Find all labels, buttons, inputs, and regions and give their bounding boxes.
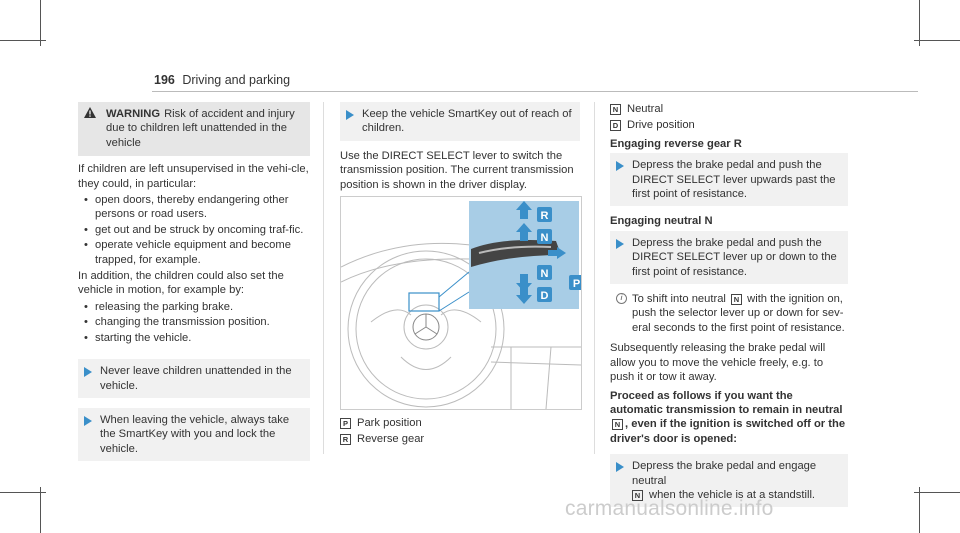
crop-mark <box>919 0 920 46</box>
cockpit-illustration: R N N D P <box>341 201 581 410</box>
step-arrow-icon <box>616 462 624 473</box>
step-arrow-icon <box>616 161 624 172</box>
crop-mark <box>914 40 960 41</box>
page-number: 196 <box>154 73 175 87</box>
step-arrow-icon <box>84 415 92 426</box>
note-text-post: with the ignition on, push the selector … <box>632 293 845 334</box>
legend-text: Drive position <box>627 119 695 132</box>
crop-mark <box>919 487 920 533</box>
header-rule <box>152 91 918 92</box>
step-arrow-icon <box>616 238 624 249</box>
heading-neutral: Engaging neutral N <box>610 215 713 228</box>
instruction-text: Depress the brake pedal and push the DIR… <box>632 159 836 201</box>
instruction-step: Depress the brake pedal and push the DIR… <box>610 153 848 207</box>
list-item: open doors, thereby endangering other pe… <box>78 193 310 222</box>
note-text-pre: To shift into neutral <box>632 293 726 306</box>
heading-reverse: Engaging reverse gear R <box>610 137 742 150</box>
step-arrow-icon <box>84 367 92 378</box>
warning-text: Risk of accident and injury due to child… <box>106 108 295 149</box>
instruction-step: Depress the brake pedal and push the DIR… <box>610 230 848 285</box>
instruction-step: When leaving the vehicle, always take th… <box>78 407 310 462</box>
legend-item: R Reverse gear <box>340 432 580 446</box>
instruction-step: Never leave children unattended in the v… <box>78 359 310 398</box>
gear-glyph: N <box>612 419 623 431</box>
bullet-list-1: open doors, thereby endangering other pe… <box>78 193 310 267</box>
body-paragraph: Subsequently releasing the brake pedal w… <box>610 342 826 384</box>
gear-glyph: N <box>731 294 743 306</box>
gear-glyph: N <box>632 489 643 501</box>
instruction-text: Never leave children unattended in the v… <box>100 365 292 392</box>
legend-item: N Neutral <box>610 102 848 116</box>
watermark: carmanualsonline.info <box>565 497 774 520</box>
legend-text: Reverse gear <box>357 433 425 446</box>
column-2: Keep the vehicle SmartKey out of reach o… <box>340 102 582 449</box>
info-icon: i <box>616 293 627 305</box>
gear-label-p: P <box>573 278 580 290</box>
crop-mark <box>0 40 46 41</box>
warning-icon <box>84 107 96 118</box>
instruction-text: When leaving the vehicle, always take th… <box>100 413 290 455</box>
heading-text-pre: Proceed as follows if you want the autom… <box>610 389 843 416</box>
intro-text-2: In addition, the children could also set… <box>78 270 284 297</box>
crop-mark <box>914 492 960 493</box>
list-item: releasing the parking brake. <box>78 300 310 315</box>
list-item: get out and be struck by oncoming traf-f… <box>78 223 310 238</box>
gear-glyph: D <box>610 120 621 132</box>
gear-glyph: P <box>340 418 351 430</box>
instruction-text-pre: Depress the brake pedal and engage neutr… <box>632 460 817 487</box>
legend-item: D Drive position <box>610 118 848 132</box>
crop-mark <box>40 487 41 533</box>
list-item: starting the vehicle. <box>78 331 310 346</box>
bullet-list-2: releasing the parking brake. changing th… <box>78 300 310 346</box>
instruction-step: Keep the vehicle SmartKey out of reach o… <box>340 102 580 141</box>
instruction-text: Keep the vehicle SmartKey out of reach o… <box>362 108 572 135</box>
column-divider <box>594 102 595 454</box>
gear-glyph: N <box>610 104 621 115</box>
legend-text: Neutral <box>627 103 664 115</box>
page-header: 196 Driving and parking <box>154 73 290 87</box>
column-3: N Neutral D Drive position Engaging revers… <box>610 102 848 515</box>
legend-item: P Park position <box>340 416 580 430</box>
section-title: Driving and parking <box>182 73 291 87</box>
list-item: operate vehicle equipment and become tra… <box>78 238 310 267</box>
step-arrow-icon <box>346 110 354 120</box>
instruction-text-post: when the vehicle is at a standstill. <box>649 488 816 501</box>
list-item: changing the transmission position. <box>78 315 310 330</box>
instruction-text: Depress the brake pedal and push the DIR… <box>632 236 837 278</box>
instruction-step: Depress the brake pedal and engage neutr… <box>610 454 848 508</box>
gear-label-n-bottom: N <box>541 268 549 280</box>
crop-mark <box>40 0 41 46</box>
gear-label-r: R <box>541 210 549 222</box>
column-divider <box>323 102 324 454</box>
crop-mark <box>0 492 46 493</box>
heading-text-post: , even if the ignition is switched off o… <box>610 418 846 445</box>
gear-label-n-top: N <box>541 232 549 244</box>
legend-text: Park position <box>357 417 422 430</box>
gear-label-d: D <box>541 290 549 302</box>
intro-text: Use the DIRECT SELECT lever to switch th… <box>340 149 574 191</box>
direct-select-figure: R N N D P <box>340 196 582 411</box>
warning-label: WARNING <box>106 108 161 120</box>
intro-text: If children are left unsupervised in the… <box>78 163 309 190</box>
heading-remain-neutral: Proceed as follows if you want the autom… <box>610 389 848 447</box>
gear-glyph: R <box>340 434 351 446</box>
note-block: i To shift into neutral N with the ignit… <box>610 292 848 335</box>
